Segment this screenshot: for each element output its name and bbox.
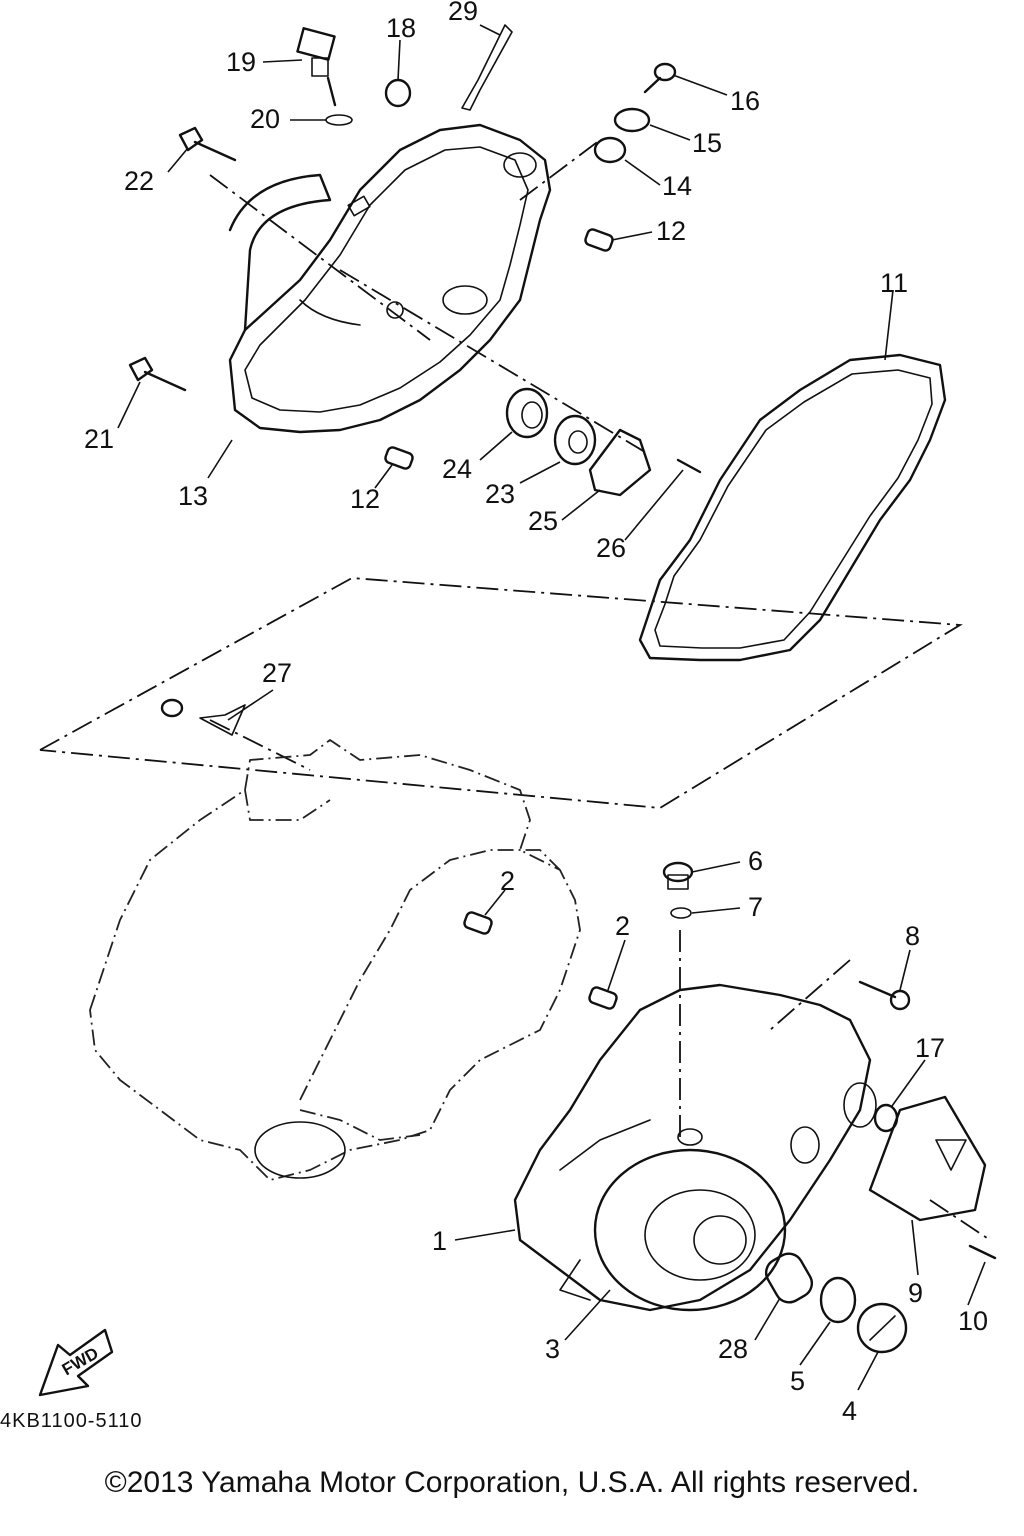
callout-20: 20 (250, 104, 280, 134)
callout-29: 29 (448, 0, 478, 26)
callout-16: 16 (730, 86, 760, 116)
callout-15: 15 (692, 128, 722, 158)
callout-27: 27 (262, 658, 292, 688)
copyright-notice: ©2013 Yamaha Motor Corporation, U.S.A. A… (104, 1466, 920, 1499)
callout-9: 9 (908, 1278, 923, 1308)
callout-28: 28 (718, 1334, 748, 1364)
callout-21: 21 (84, 424, 114, 454)
crankcase-cover-lower (513, 983, 877, 1312)
callout-22: 22 (124, 166, 154, 196)
callout-12a: 12 (656, 216, 686, 246)
callout-4: 4 (842, 1396, 857, 1426)
callout-13: 13 (178, 481, 208, 511)
crankcase-cover-upper (228, 123, 552, 434)
callout-23: 23 (485, 479, 515, 509)
callout-17: 17 (915, 1033, 945, 1063)
callout-5: 5 (790, 1366, 805, 1396)
callout-18: 18 (386, 13, 416, 43)
callout-3: 3 (545, 1334, 560, 1364)
crankcase-outline (89, 739, 581, 1181)
callout-2b: 2 (615, 911, 630, 941)
leader-lines (117, 24, 986, 1391)
callout-7: 7 (748, 892, 763, 922)
gasket-11 (638, 353, 947, 662)
callout-1: 1 (432, 1226, 447, 1256)
small-parts (128, 24, 997, 1354)
callout-24: 24 (442, 454, 472, 484)
callout-6: 6 (748, 846, 763, 876)
drawing-code: 4KB1100-5110 (0, 1410, 143, 1432)
callout-12b: 12 (350, 484, 380, 514)
callout-14: 14 (662, 171, 692, 201)
callout-labels: 1 2 2 3 4 5 6 7 8 9 10 11 12 12 13 14 15… (59, 0, 988, 1426)
callout-10: 10 (958, 1306, 988, 1336)
fwd-arrow-icon (38, 1328, 114, 1397)
callout-25: 25 (528, 506, 558, 536)
callout-19: 19 (226, 47, 256, 77)
callout-2a: 2 (500, 866, 515, 896)
callout-8: 8 (905, 921, 920, 951)
callout-26: 26 (596, 533, 626, 563)
callout-11: 11 (880, 268, 908, 298)
